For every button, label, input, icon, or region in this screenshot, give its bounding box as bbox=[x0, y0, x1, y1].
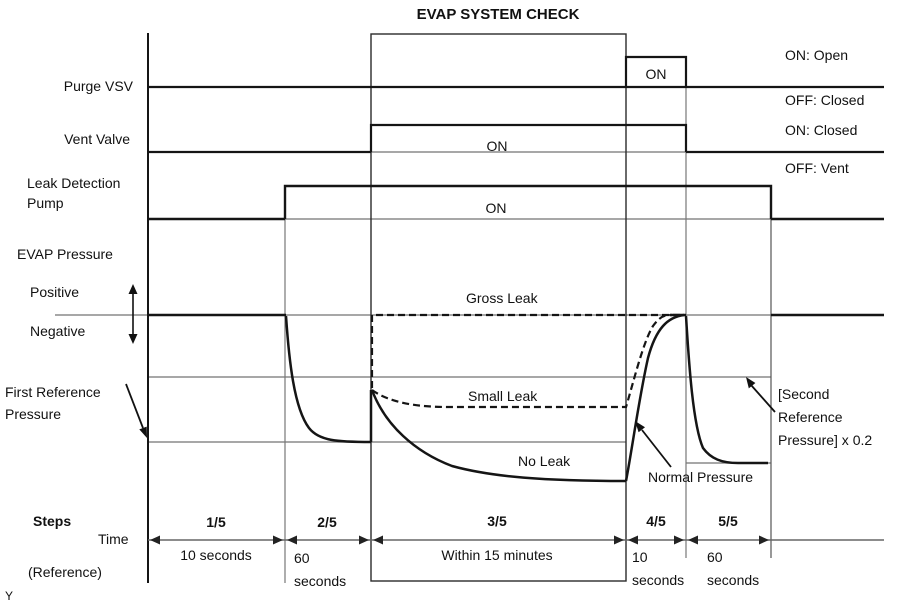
step-2-duration-line2: seconds bbox=[294, 573, 347, 589]
step-4-fraction: 4/5 bbox=[646, 513, 666, 529]
reference-label: (Reference) bbox=[28, 564, 102, 580]
time-axis bbox=[148, 535, 884, 545]
step-5-duration-line1: 60 bbox=[707, 549, 723, 565]
second-ref-dip bbox=[684, 315, 768, 465]
leak-curves-dashed bbox=[370, 313, 684, 409]
first-ref-line1: First Reference bbox=[5, 384, 101, 400]
legend-vent-off: OFF: Vent bbox=[785, 160, 849, 176]
step-5-duration: 60 seconds bbox=[707, 546, 759, 592]
gross-leak-label: Gross Leak bbox=[466, 290, 538, 306]
step-5-duration-line2: seconds bbox=[707, 572, 760, 588]
step-1-fraction: 1/5 bbox=[206, 514, 226, 530]
small-leak-curve bbox=[371, 313, 673, 409]
purge-on-label: ON bbox=[645, 66, 667, 82]
first-ref-line2: Pressure bbox=[5, 406, 62, 422]
legend-purge-on: ON: Open bbox=[785, 47, 849, 63]
second-ref-line3: Pressure] x 0.2 bbox=[778, 432, 873, 448]
leak-pump-label-line2: Pump bbox=[27, 195, 64, 211]
no-leak-curve-up bbox=[624, 313, 685, 482]
step-4-duration: 10 seconds bbox=[632, 546, 684, 592]
leak-pump-signal bbox=[148, 184, 884, 221]
steps-label: Steps bbox=[33, 513, 72, 529]
row-label-vent-valve: Vent Valve bbox=[64, 131, 130, 147]
negative-label: Negative bbox=[30, 323, 86, 339]
small-leak-label: Small Leak bbox=[468, 388, 538, 404]
step-1-duration: 10 seconds bbox=[180, 547, 252, 563]
row-label-evap-pressure: EVAP Pressure bbox=[17, 246, 113, 262]
second-ref-line1: [Second bbox=[778, 386, 830, 402]
step-2-duration-line1: 60 bbox=[294, 550, 310, 566]
second-reference-label: [Second Reference Pressure] x 0.2 bbox=[778, 383, 872, 452]
purge-vsv-signal bbox=[148, 55, 884, 89]
vent-on-pulse bbox=[369, 123, 688, 152]
purge-on-pulse bbox=[624, 55, 688, 87]
step-2-duration: 60 seconds bbox=[294, 547, 346, 593]
leak-pump-label-line1: Leak Detection bbox=[27, 175, 121, 191]
step-3-fraction: 3/5 bbox=[487, 513, 507, 529]
pump-on-pulse bbox=[283, 184, 773, 219]
pressure-trace bbox=[148, 313, 884, 483]
step-2-fraction: 2/5 bbox=[317, 514, 337, 530]
second-ref-arrow-head bbox=[746, 377, 756, 389]
first-ref-arrow-head bbox=[139, 426, 147, 438]
first-ref-arrow-line bbox=[125, 383, 144, 429]
gross-leak-curve bbox=[370, 313, 684, 388]
legend-purge-off: OFF: Closed bbox=[785, 92, 865, 108]
time-label: Time bbox=[98, 531, 129, 547]
figure-footnote: Y bbox=[5, 589, 14, 603]
normal-pressure-arrow-head bbox=[635, 421, 645, 433]
normal-pressure-label: Normal Pressure bbox=[648, 469, 754, 485]
positive-negative-arrow bbox=[128, 284, 138, 344]
vent-on-label: ON bbox=[486, 138, 508, 154]
row-label-leak-pump: Leak Detection Pump bbox=[27, 173, 120, 213]
second-ref-arrow-line bbox=[750, 384, 776, 413]
annotation-arrows bbox=[125, 377, 776, 468]
step-4-duration-line1: 10 bbox=[632, 549, 648, 565]
step-5-fraction: 5/5 bbox=[718, 513, 738, 529]
normal-pressure-arrow-line bbox=[641, 429, 672, 468]
step-4-duration-line2: seconds bbox=[632, 572, 685, 588]
first-reference-label: First Reference Pressure bbox=[5, 381, 101, 425]
no-leak-curve-down bbox=[370, 389, 627, 483]
row-label-purge-vsv: Purge VSV bbox=[63, 78, 133, 94]
step-3-duration: Within 15 minutes bbox=[441, 547, 553, 563]
legend-vent-on: ON: Closed bbox=[785, 122, 858, 138]
page-title: EVAP SYSTEM CHECK bbox=[416, 6, 580, 23]
trace-first-ref-drop bbox=[284, 315, 372, 444]
step-boundary-lines bbox=[284, 57, 772, 583]
no-leak-label: No Leak bbox=[518, 453, 571, 469]
positive-label: Positive bbox=[30, 284, 80, 300]
vent-valve-signal bbox=[148, 123, 884, 154]
pump-on-label: ON bbox=[485, 200, 507, 216]
time-axis-arrowheads bbox=[150, 535, 769, 545]
grid-lines bbox=[55, 151, 884, 464]
second-ref-line2: Reference bbox=[778, 409, 843, 425]
step-3-highlight-box bbox=[370, 33, 627, 582]
